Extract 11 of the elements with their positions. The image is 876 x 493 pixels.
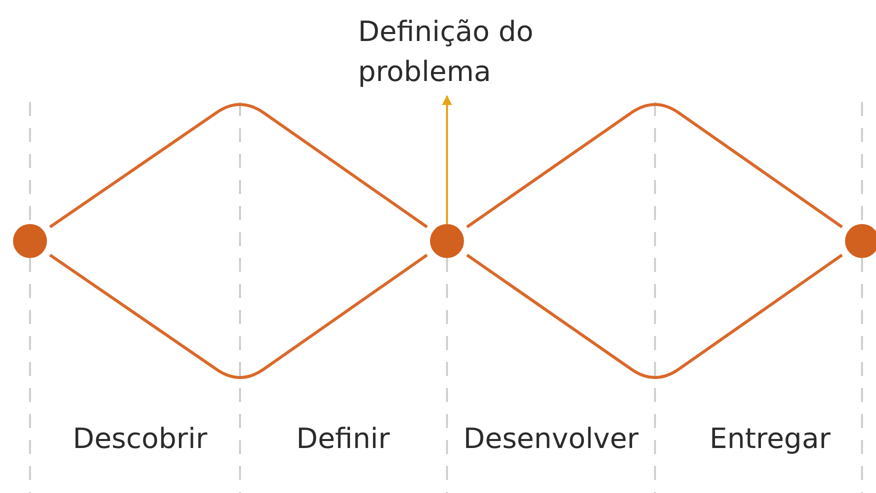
dot xyxy=(430,224,464,258)
diamond-outline xyxy=(466,103,844,379)
phase-label: Desenvolver xyxy=(463,422,639,455)
phase-label: Definir xyxy=(296,422,390,455)
dot xyxy=(845,224,876,258)
diamond-outline xyxy=(48,103,428,379)
annotation-text: Definição do problema xyxy=(358,14,534,90)
dot xyxy=(13,224,47,258)
phase-label: Descobrir xyxy=(72,422,208,455)
phase-label: Entregar xyxy=(710,422,830,455)
arrow xyxy=(442,95,452,224)
